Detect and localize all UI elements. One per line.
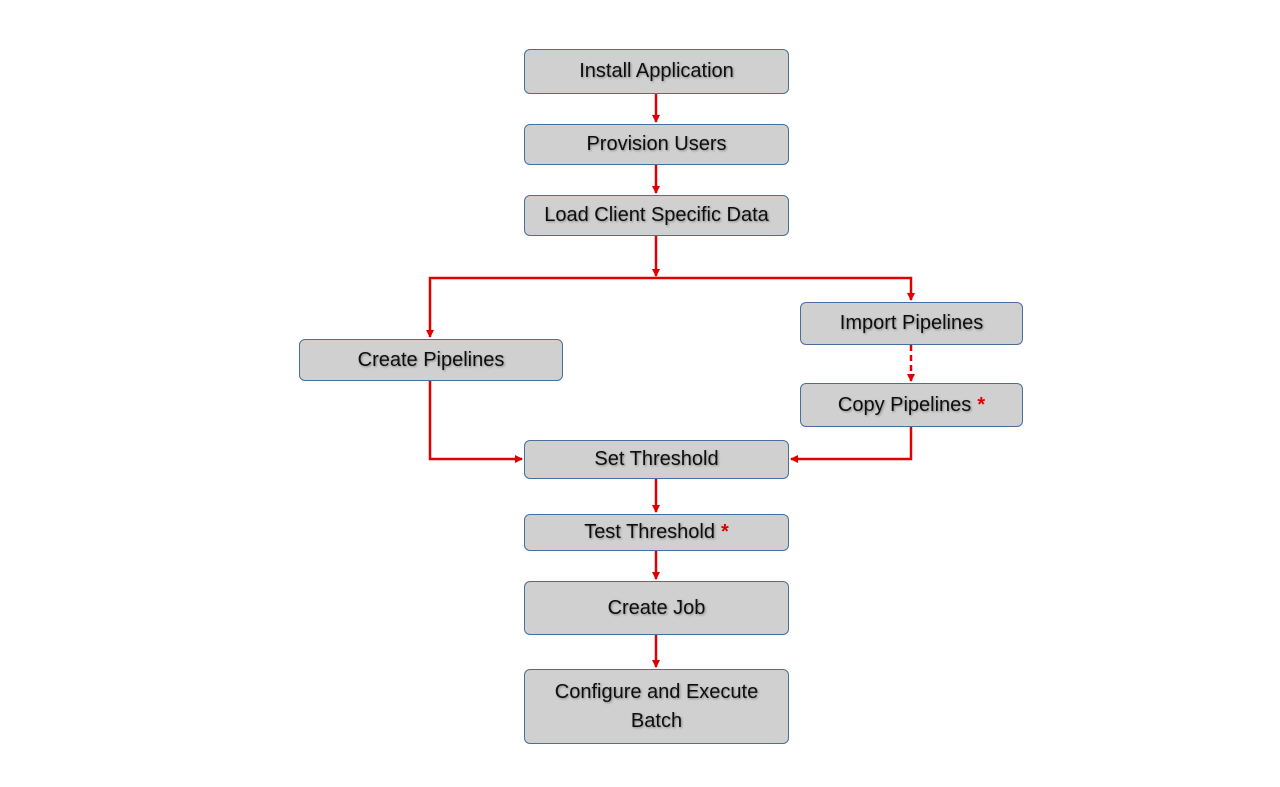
step-import-pipelines: Import Pipelines bbox=[800, 302, 1023, 345]
step-label: Set Threshold bbox=[594, 448, 719, 470]
step-label: Test Threshold bbox=[584, 521, 715, 543]
step-label: Create Pipelines bbox=[357, 348, 505, 371]
step-label: Provision Users bbox=[586, 133, 727, 155]
step-test-threshold: Test Threshold * bbox=[524, 514, 789, 551]
edge-copy-pipelines-to-set-threshold bbox=[790, 427, 913, 463]
step-label: Load Client Specific Data bbox=[544, 204, 769, 226]
step-label: Create Job bbox=[607, 596, 706, 619]
step-create-pipelines: Create Pipelines bbox=[299, 339, 563, 381]
step-label: Configure and Execute Batch bbox=[554, 680, 759, 732]
step-create-job: Create Job bbox=[524, 581, 789, 635]
edge-junction-to-create-pipelines bbox=[426, 276, 656, 338]
step-set-threshold: Set Threshold bbox=[524, 440, 789, 479]
step-label: Install Application bbox=[579, 60, 734, 82]
step-configure-and-execute-batch: Configure and Execute Batch bbox=[524, 669, 789, 744]
step-load-client-specific-data: Load Client Specific Data bbox=[524, 195, 789, 236]
step-label: Import Pipelines bbox=[839, 312, 984, 334]
step-provision-users: Provision Users bbox=[524, 124, 789, 165]
required-marker: * bbox=[721, 521, 729, 543]
edge-create-pipelines-to-set-threshold bbox=[428, 381, 523, 463]
step-install-application: Install Application bbox=[524, 49, 789, 94]
step-copy-pipelines: Copy Pipelines* bbox=[800, 383, 1023, 427]
required-marker: * bbox=[977, 393, 986, 416]
edge-junction-to-import-pipelines bbox=[656, 276, 915, 301]
step-label: Copy Pipelines bbox=[837, 393, 972, 416]
